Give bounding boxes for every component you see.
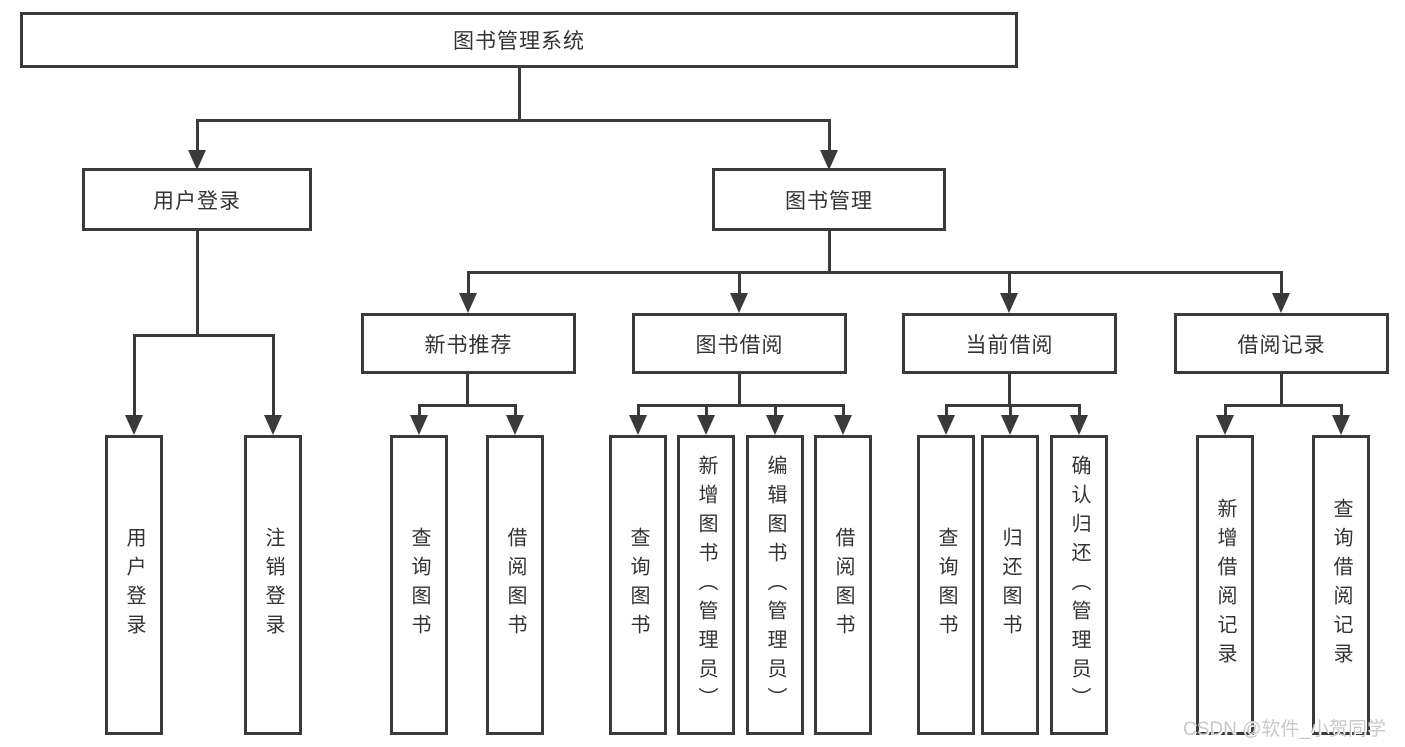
leaf-query-books-borrow: 查询图书 — [609, 435, 667, 735]
node-new-book-recommend: 新书推荐 — [361, 313, 576, 374]
leaf-add-book-admin: 新增图书（管理员） — [677, 435, 735, 735]
node-book-management-label: 图书管理 — [785, 189, 873, 213]
leaf-borrow-books-recommend-label: 借阅图书 — [504, 527, 526, 643]
node-user-login-label: 用户登录 — [153, 189, 241, 213]
leaf-edit-book-admin-label: 编辑图书（管理员） — [764, 454, 786, 716]
connector-recommend-stem — [466, 374, 469, 407]
leaf-add-borrow-record-label: 新增借阅记录 — [1214, 498, 1236, 672]
leaf-query-borrow-record-label: 查询借阅记录 — [1330, 498, 1352, 672]
leaf-logout: 注销登录 — [244, 435, 302, 735]
arrowhead-g3-query — [629, 415, 647, 435]
arrowhead-borrow — [730, 293, 748, 313]
connector-drop-records — [1280, 271, 1283, 296]
connector-drop-current — [1008, 271, 1011, 296]
connector-records-stem — [1280, 374, 1283, 407]
leaf-logout-label: 注销登录 — [262, 527, 284, 643]
arrowhead-recommend — [459, 293, 477, 313]
arrowhead-g2-borrow — [506, 415, 524, 435]
arrowhead-g3-add — [697, 415, 715, 435]
connector-root-stem — [518, 68, 521, 121]
arrowhead-book-mgmt — [820, 150, 838, 170]
connector-bus-borrow — [637, 404, 845, 407]
connector-bus-level2 — [196, 119, 830, 122]
connector-bus-current — [945, 404, 1081, 407]
leaf-query-books-recommend-label: 查询图书 — [408, 527, 430, 643]
connector-bus-records — [1224, 404, 1342, 407]
leaf-user-login: 用户登录 — [105, 435, 163, 735]
node-user-login: 用户登录 — [82, 168, 312, 231]
node-root: 图书管理系统 — [20, 12, 1018, 68]
arrowhead-records — [1272, 293, 1290, 313]
connector-drop-g2-query — [418, 404, 421, 419]
arrowhead-leaf-logout — [264, 415, 282, 435]
connector-user-login-stem — [196, 231, 199, 337]
leaf-return-books-label: 归还图书 — [999, 527, 1021, 643]
leaf-query-borrow-record: 查询借阅记录 — [1312, 435, 1370, 735]
connector-drop-g3-add — [705, 404, 708, 419]
connector-borrow-stem — [738, 374, 741, 407]
arrowhead-g4-confirm — [1070, 415, 1088, 435]
node-root-label: 图书管理系统 — [453, 30, 585, 53]
csdn-watermark: CSDN @软件_小贺同学 — [1183, 719, 1386, 740]
connector-drop-leaf-login — [133, 334, 136, 419]
node-borrow-records: 借阅记录 — [1174, 313, 1389, 374]
connector-book-mgmt-stem — [828, 231, 831, 273]
leaf-query-books-current: 查询图书 — [917, 435, 975, 735]
arrowhead-user-login — [188, 150, 206, 170]
connector-drop-g4-return — [1009, 404, 1012, 419]
arrowhead-g5-query — [1332, 415, 1350, 435]
leaf-query-books-recommend: 查询图书 — [390, 435, 448, 735]
arrowhead-leaf-login — [125, 415, 143, 435]
leaf-return-books: 归还图书 — [981, 435, 1039, 735]
connector-bus-recommend — [418, 404, 517, 407]
node-current-borrow: 当前借阅 — [902, 313, 1117, 374]
connector-drop-g4-confirm — [1078, 404, 1081, 419]
leaf-borrow-books: 借阅图书 — [814, 435, 872, 735]
connector-bus-user-login — [133, 334, 275, 337]
arrowhead-g4-return — [1001, 415, 1019, 435]
node-book-management: 图书管理 — [712, 168, 946, 231]
leaf-query-books-borrow-label: 查询图书 — [627, 527, 649, 643]
arrowhead-g3-borrow — [834, 415, 852, 435]
leaf-edit-book-admin: 编辑图书（管理员） — [746, 435, 804, 735]
leaf-add-book-admin-label: 新增图书（管理员） — [695, 454, 717, 716]
connector-drop-leaf-logout — [272, 334, 275, 419]
node-book-borrow: 图书借阅 — [632, 313, 847, 374]
arrowhead-current — [1000, 293, 1018, 313]
leaf-query-books-current-label: 查询图书 — [935, 527, 957, 643]
arrowhead-g3-edit — [766, 415, 784, 435]
connector-drop-recommend — [467, 271, 470, 296]
connector-drop-g5-add — [1224, 404, 1227, 419]
arrowhead-g2-query — [410, 415, 428, 435]
connector-drop-g3-query — [637, 404, 640, 419]
node-borrow-records-label: 借阅记录 — [1237, 333, 1326, 357]
connector-drop-g4-query — [945, 404, 948, 419]
connector-drop-borrow — [738, 271, 741, 296]
connector-drop-book-mgmt — [828, 119, 831, 157]
node-new-book-recommend-label: 新书推荐 — [424, 333, 513, 357]
node-book-borrow-label: 图书借阅 — [695, 333, 784, 357]
leaf-borrow-books-recommend: 借阅图书 — [486, 435, 544, 735]
leaf-user-login-label: 用户登录 — [123, 527, 145, 643]
connector-current-stem — [1008, 374, 1011, 407]
arrowhead-g4-query — [937, 415, 955, 435]
connector-drop-user-login — [196, 119, 199, 157]
connector-bus-level3 — [467, 271, 1283, 274]
leaf-confirm-return-admin-label: 确认归还（管理员） — [1068, 454, 1090, 716]
arrowhead-g5-add — [1216, 415, 1234, 435]
connector-drop-g3-borrow — [842, 404, 845, 419]
node-current-borrow-label: 当前借阅 — [965, 333, 1054, 357]
leaf-confirm-return-admin: 确认归还（管理员） — [1050, 435, 1108, 735]
connector-drop-g3-edit — [774, 404, 777, 419]
connector-drop-g5-query — [1340, 404, 1343, 419]
leaf-add-borrow-record: 新增借阅记录 — [1196, 435, 1254, 735]
leaf-borrow-books-label: 借阅图书 — [832, 527, 854, 643]
connector-drop-g2-borrow — [514, 404, 517, 419]
